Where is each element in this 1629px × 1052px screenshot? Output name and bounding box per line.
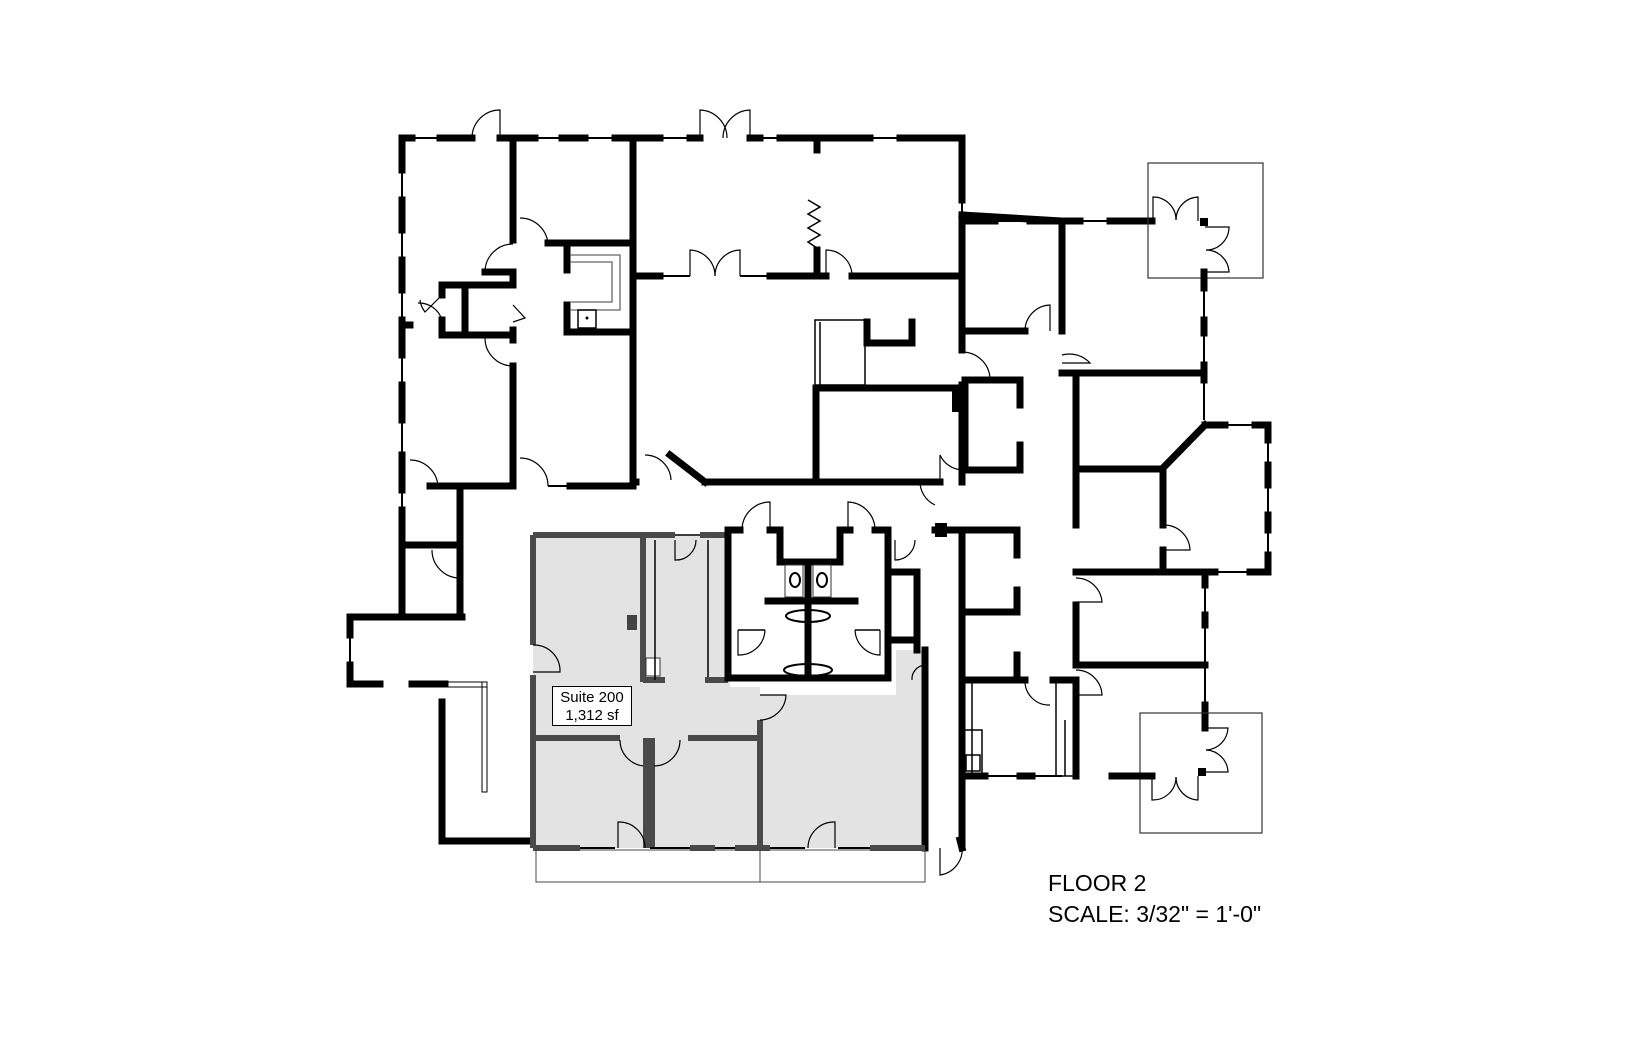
suite-area: 1,312 sf [565, 707, 619, 724]
floor-legend: FLOOR 2 SCALE: 3/32" = 1'-0" [1048, 868, 1261, 930]
walls-left-annex [346, 613, 534, 845]
walls-right-wing [1058, 162, 1272, 834]
walls-middle-rooms [931, 211, 1080, 876]
walls-suite-200 [530, 532, 929, 883]
suite-200-area[interactable] [533, 535, 925, 848]
floor-title: FLOOR 2 [1048, 870, 1147, 896]
walls-top-center-block [629, 134, 991, 487]
scale-text: SCALE: 3/32" = 1'-0" [1048, 901, 1262, 927]
walls-top-left-block [398, 109, 966, 621]
restrooms [724, 479, 947, 682]
suite-name: Suite 200 [560, 689, 624, 706]
suite-200-label: Suite 200 1,312 sf [552, 686, 632, 726]
